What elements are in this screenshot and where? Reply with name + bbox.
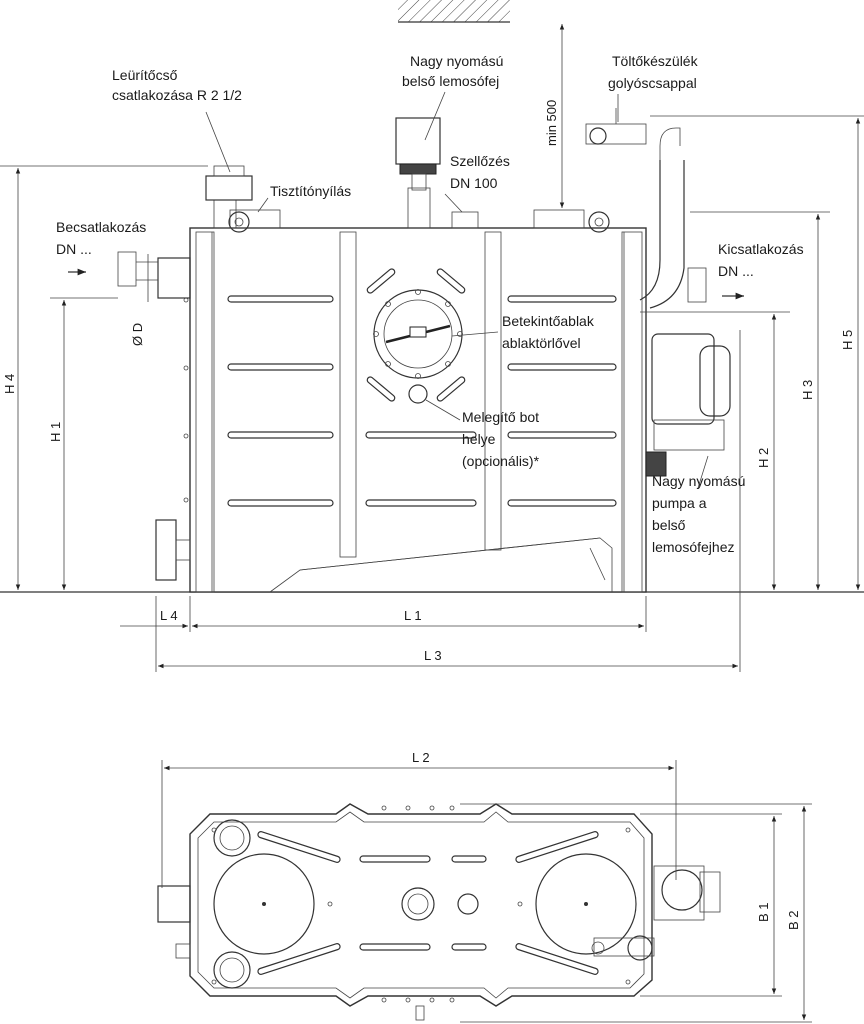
pump-label-line1: Nagy nyomású xyxy=(652,473,745,489)
vent-stub xyxy=(451,211,479,229)
inlet-pipe xyxy=(117,251,191,299)
dim-h3: H 3 xyxy=(800,380,815,400)
filler-label-line1: Töltőkészülék xyxy=(612,53,699,69)
filler-label-line2: golyóscsappal xyxy=(608,75,697,91)
slots-right xyxy=(507,295,617,507)
dim-b2: B 2 xyxy=(786,910,801,930)
heater-label-line2: helye xyxy=(462,431,496,447)
pump-label-line4: lemosófejhez xyxy=(652,539,735,555)
dim-h1: H 1 xyxy=(48,422,63,442)
callout-labels: Leürítőcső csatlakozása R 2 1/2 Nagy nyo… xyxy=(56,53,804,555)
drain-flange xyxy=(155,519,191,581)
wash-head-label-line2: belső lemosófej xyxy=(402,73,499,89)
lifting-eyes xyxy=(228,211,610,233)
cleaning-openings xyxy=(229,209,585,229)
heater-label-line1: Melegítő bot xyxy=(462,409,539,425)
top-inlet xyxy=(157,885,191,923)
top-slots xyxy=(257,831,599,975)
heater-label-line3: (opcionális)* xyxy=(462,453,540,469)
window-label-line2: ablaktörlővel xyxy=(502,335,581,351)
dimension-lines xyxy=(0,24,864,672)
drain-label-line1: Leürítőcső xyxy=(112,67,178,83)
heater-port xyxy=(408,384,428,404)
outlet-label-line1: Kicsatlakozás xyxy=(718,241,804,257)
drain-label-line2: csatlakozása R 2 1/2 xyxy=(112,87,242,103)
top-bolts xyxy=(211,805,631,1003)
dim-l2: L 2 xyxy=(412,750,430,765)
dim-od: Ø D xyxy=(130,323,145,346)
slots-left xyxy=(227,295,334,507)
filler-pipe xyxy=(585,108,685,309)
side-bolts xyxy=(183,297,189,503)
wash-head xyxy=(395,117,441,229)
dimension-labels: min 500 Ø D H 4 H 1 H 2 H 3 H 5 L 4 L 1 … xyxy=(2,100,855,930)
inlet-label-line1: Becsatlakozás xyxy=(56,219,146,235)
outlet-label-line2: DN ... xyxy=(718,263,754,279)
pump-label-line3: belső xyxy=(652,517,686,533)
side-view xyxy=(0,0,864,672)
leader-lines xyxy=(205,91,709,489)
top-view xyxy=(157,760,812,1023)
top-dimension-lines xyxy=(161,760,812,1023)
vent-label-line1: Szellőzés xyxy=(450,153,510,169)
pump-label-line2: pumpa a xyxy=(652,495,707,511)
dim-h2: H 2 xyxy=(756,448,771,468)
dim-l4: L 4 xyxy=(160,608,178,623)
outlet-stub xyxy=(687,267,707,303)
inspection-window xyxy=(366,268,466,402)
dim-b1: B 1 xyxy=(756,902,771,922)
dim-l1: L 1 xyxy=(404,608,422,623)
drain-connection xyxy=(205,165,253,229)
cleaning-opening-label: Tisztítónyílás xyxy=(270,183,351,199)
ceiling-hatch xyxy=(398,0,510,23)
top-pump xyxy=(591,865,721,961)
top-port-openings xyxy=(213,819,637,989)
dim-min500: min 500 xyxy=(544,100,559,146)
wash-head-label-line1: Nagy nyomású xyxy=(410,53,503,69)
top-drain xyxy=(175,943,191,959)
pump xyxy=(645,333,731,477)
tank-body xyxy=(183,227,647,593)
dim-h5: H 5 xyxy=(840,330,855,350)
vent-label-line2: DN 100 xyxy=(450,175,498,191)
slots-middle xyxy=(365,431,477,507)
window-label-line1: Betekintőablak xyxy=(502,313,595,329)
inlet-label-line2: DN ... xyxy=(56,241,92,257)
top-bottom-stub xyxy=(415,1005,425,1021)
dim-l3: L 3 xyxy=(424,648,442,663)
dim-h4: H 4 xyxy=(2,374,17,394)
